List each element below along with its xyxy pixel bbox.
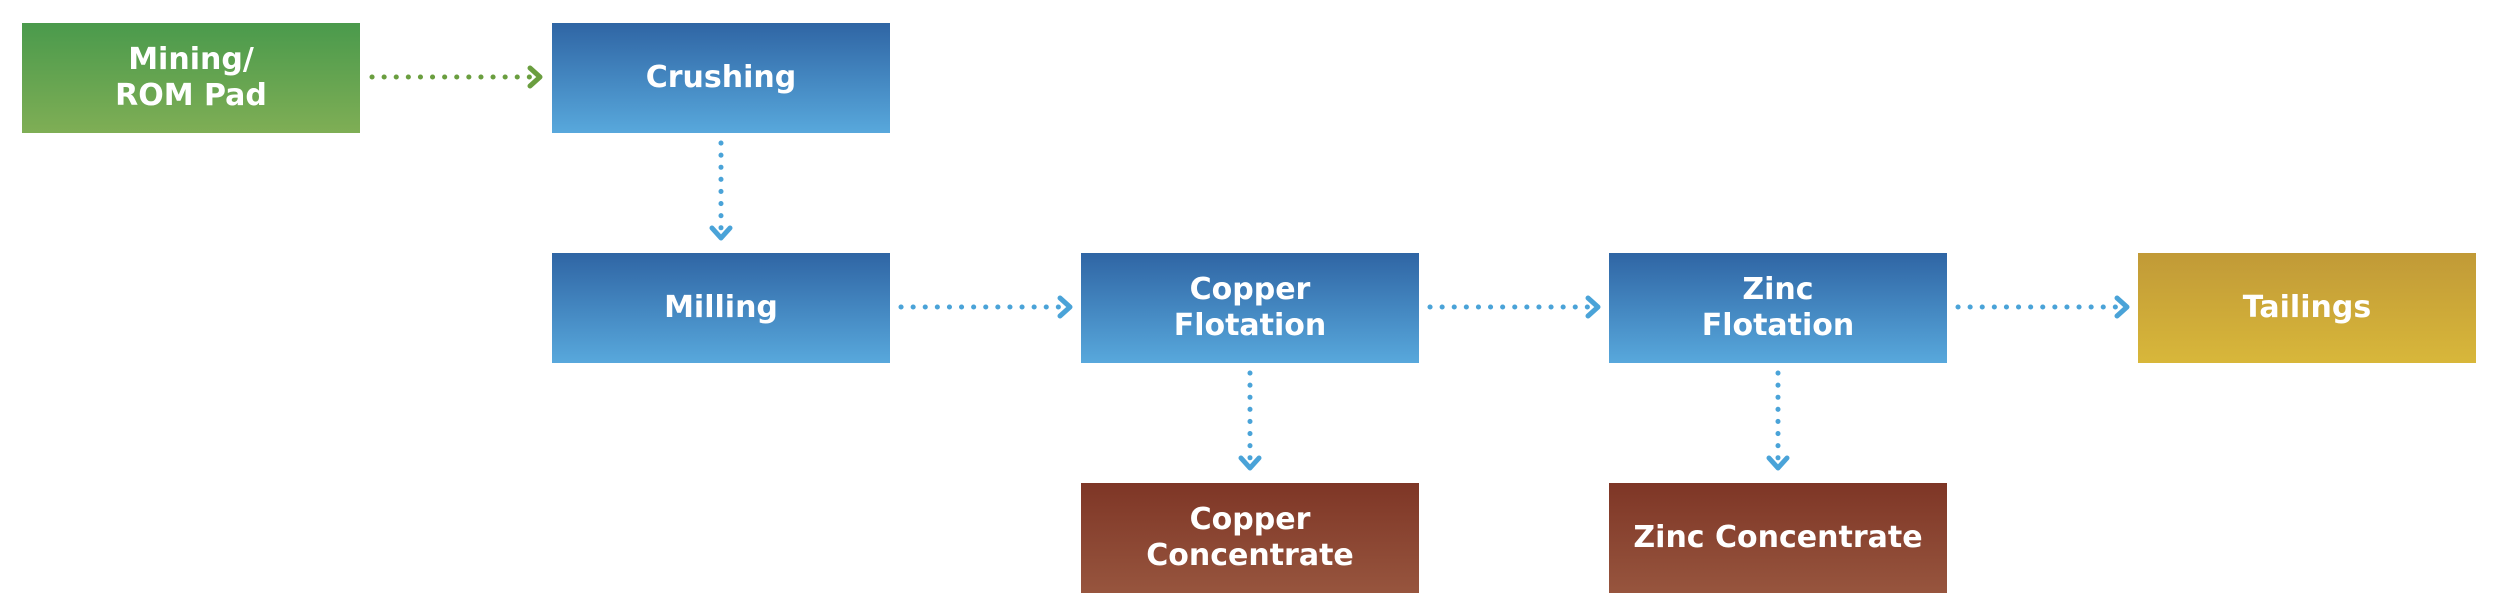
node-label: Zinc Concentrate bbox=[1633, 520, 1922, 556]
node-label-line: Copper bbox=[1189, 272, 1311, 307]
node-label: Zinc Flotation bbox=[1702, 272, 1855, 344]
node-label-line: ROM Pad bbox=[115, 78, 267, 113]
node-milling: Milling bbox=[552, 253, 890, 363]
edge-copper-flotation-to-copper-concentrate bbox=[1238, 370, 1262, 471]
node-label: Crushing bbox=[646, 60, 797, 96]
node-copper-concentrate: Copper Concentrate bbox=[1081, 483, 1419, 593]
node-mining-rom-pad: Mining/ ROM Pad bbox=[22, 23, 360, 133]
edge-milling-to-copper-flotation bbox=[898, 295, 1073, 319]
node-label: Copper Concentrate bbox=[1081, 502, 1419, 574]
edge-zinc-flotation-to-tailings bbox=[1955, 295, 2130, 319]
node-label-line: Milling bbox=[664, 290, 778, 325]
node-crushing: Crushing bbox=[552, 23, 890, 133]
arrowhead-down-icon bbox=[1238, 455, 1262, 471]
node-label-line: Crushing bbox=[645, 60, 797, 95]
node-tailings: Tailings bbox=[2138, 253, 2476, 363]
arrowhead-right-icon bbox=[527, 65, 543, 89]
node-label-line: Tailings bbox=[2242, 290, 2372, 325]
node-label: Mining/ ROM Pad bbox=[115, 42, 267, 114]
node-label-line: Copper Concentrate bbox=[1146, 502, 1354, 573]
arrowhead-right-icon bbox=[1585, 295, 1601, 319]
node-zinc-concentrate: Zinc Concentrate bbox=[1609, 483, 1947, 593]
edge-zinc-flotation-to-zinc-concentrate bbox=[1766, 370, 1790, 471]
node-label-line: Mining/ bbox=[128, 42, 254, 77]
edge-crushing-to-milling bbox=[709, 140, 733, 241]
node-label: Tailings bbox=[2243, 290, 2371, 326]
node-label: Copper Flotation bbox=[1174, 272, 1327, 344]
node-zinc-flotation: Zinc Flotation bbox=[1609, 253, 1947, 363]
node-copper-flotation: Copper Flotation bbox=[1081, 253, 1419, 363]
arrowhead-right-icon bbox=[1057, 295, 1073, 319]
arrowhead-down-icon bbox=[1766, 455, 1790, 471]
node-label-line: Zinc Concentrate bbox=[1633, 520, 1923, 555]
node-label-line: Zinc bbox=[1742, 272, 1814, 307]
node-label: Milling bbox=[664, 290, 778, 326]
arrowhead-down-icon bbox=[709, 225, 733, 241]
node-label-line: Flotation bbox=[1173, 308, 1327, 343]
node-label-line: Flotation bbox=[1701, 308, 1855, 343]
edge-mining-to-crushing bbox=[369, 65, 543, 89]
edge-copper-flotation-to-zinc-flotation bbox=[1427, 295, 1601, 319]
arrowhead-right-icon bbox=[2114, 295, 2130, 319]
